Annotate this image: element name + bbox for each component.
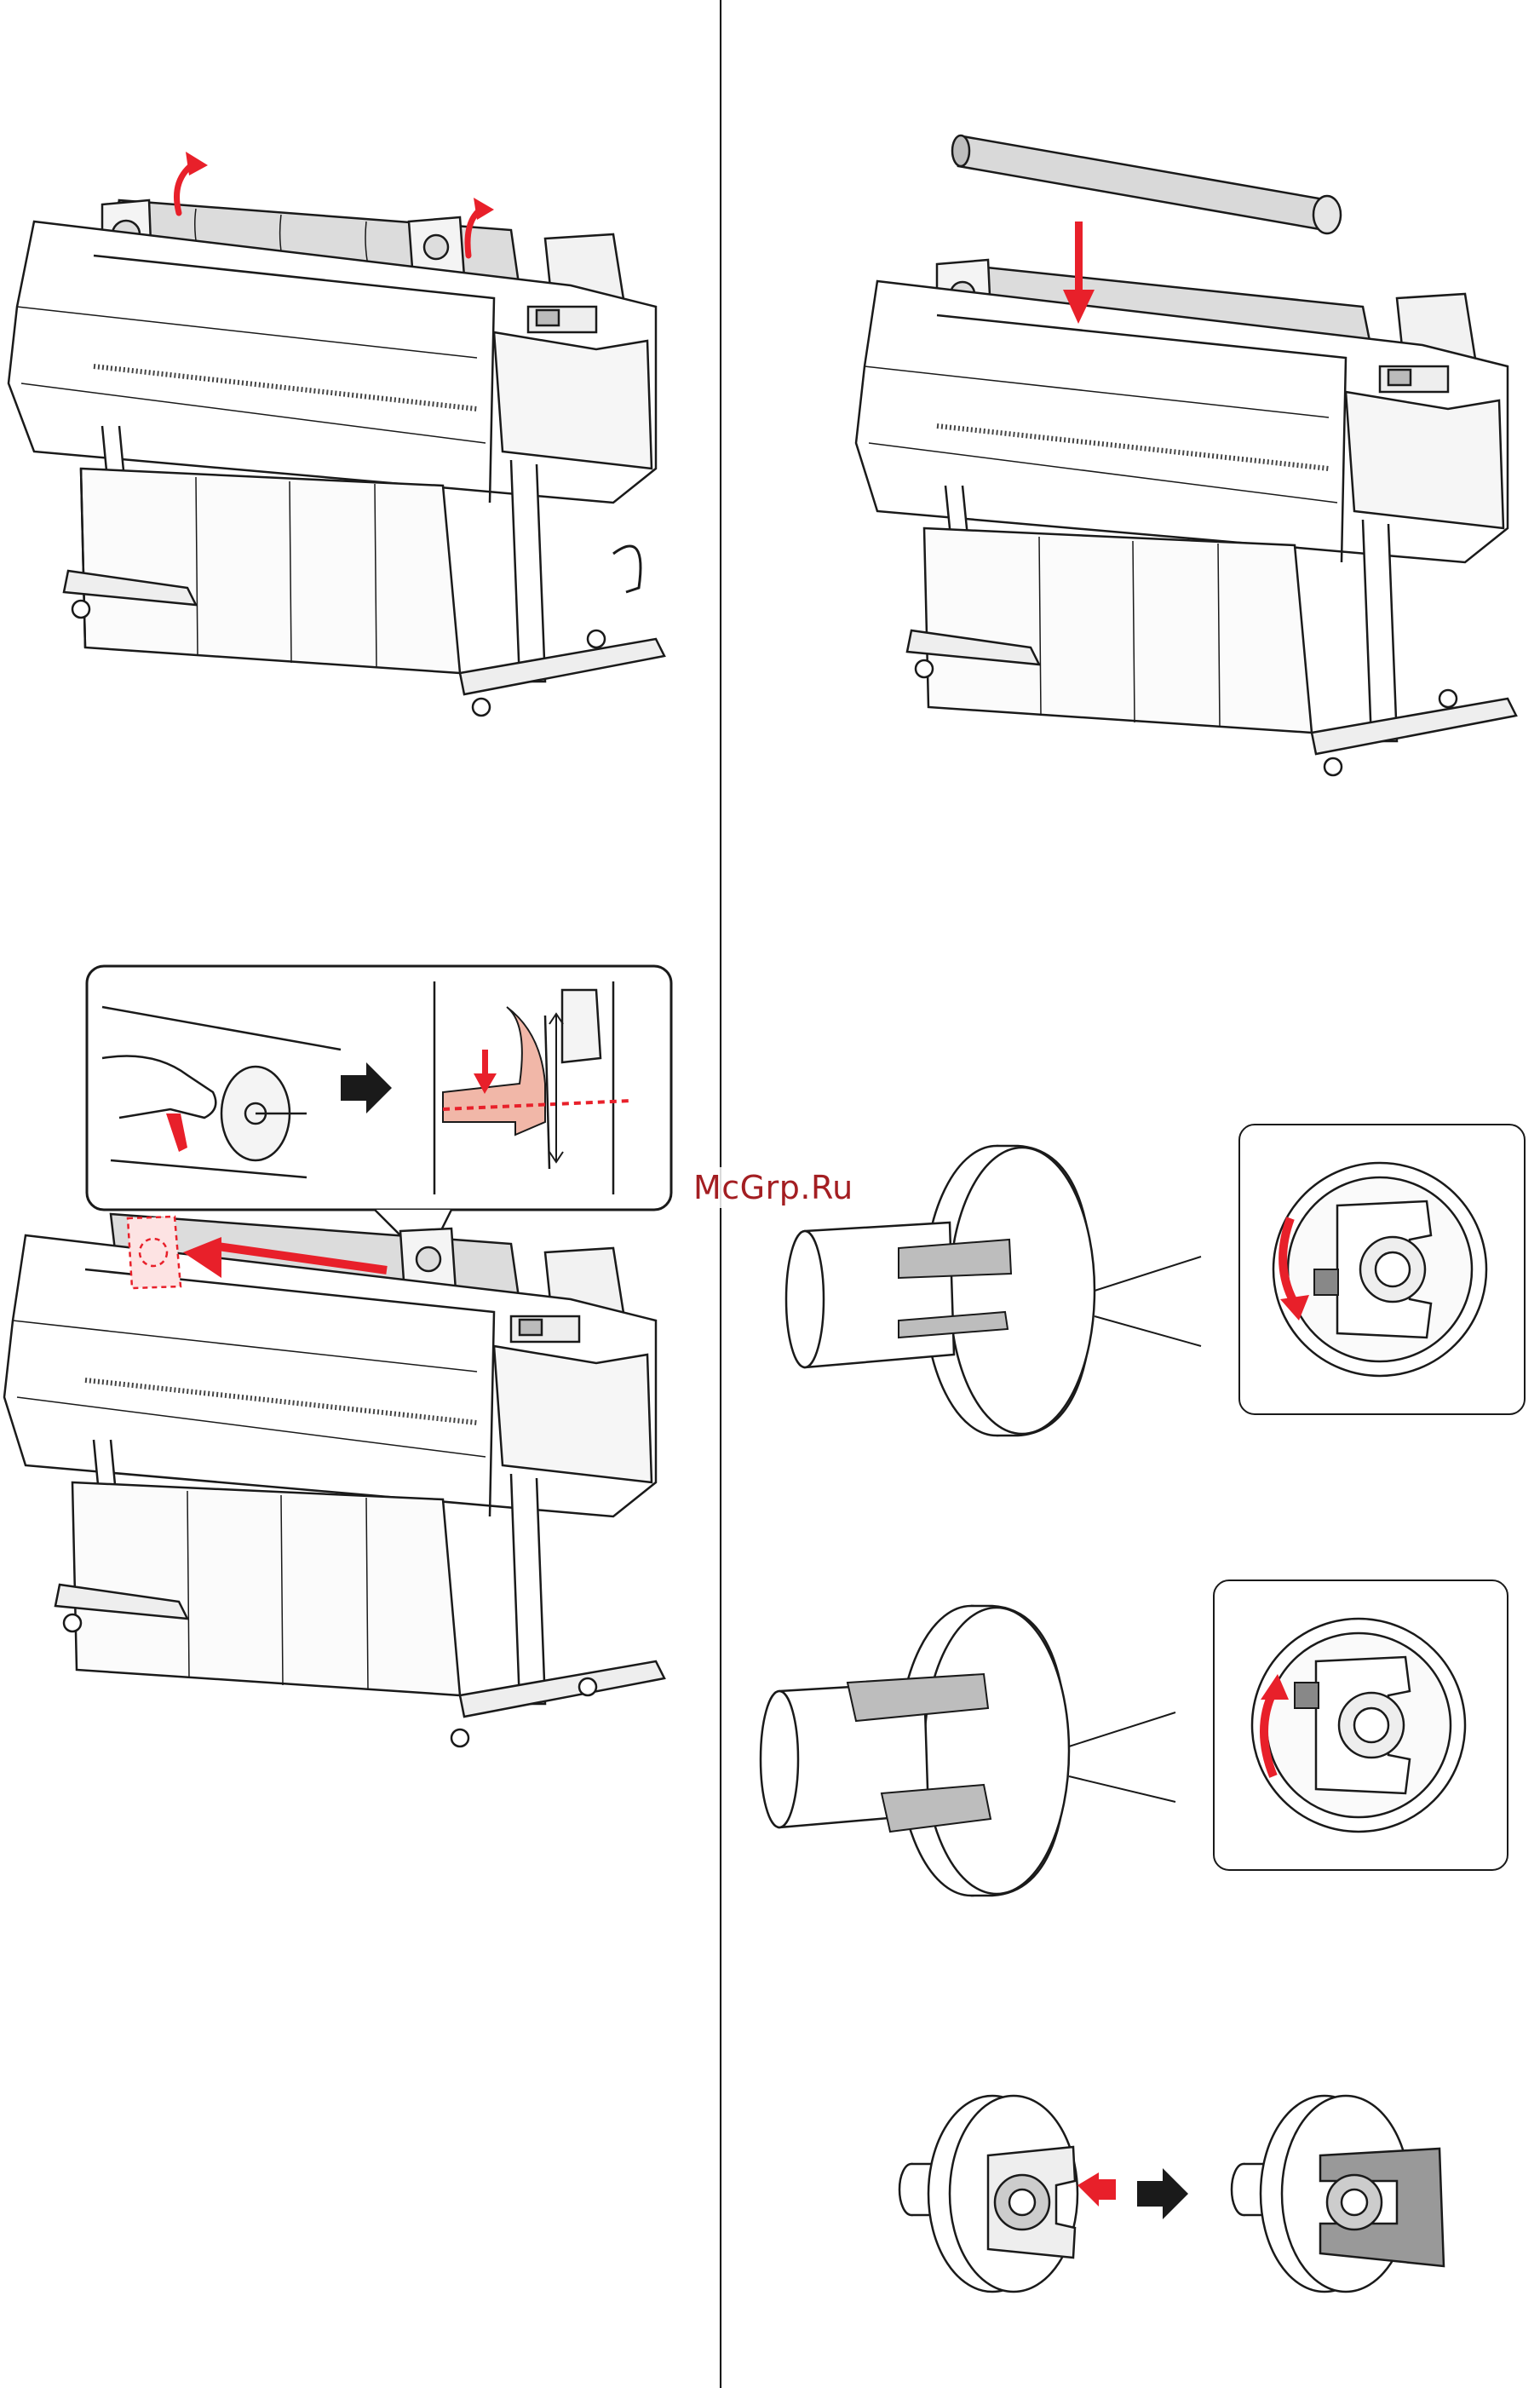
figure-printer-insert-roll xyxy=(852,128,1533,792)
figure-printer-open-cover xyxy=(0,128,681,724)
figure-adapter-lever-release xyxy=(788,1580,1520,1913)
figure-printer-slide-adapter xyxy=(0,1210,681,1772)
figure-adapter-lever-callout xyxy=(85,964,673,1211)
figure-adapter-attach xyxy=(894,2087,1540,2309)
watermark: McGrp.Ru xyxy=(688,1167,859,1208)
figure-adapter-lever-lock xyxy=(813,1125,1529,1448)
